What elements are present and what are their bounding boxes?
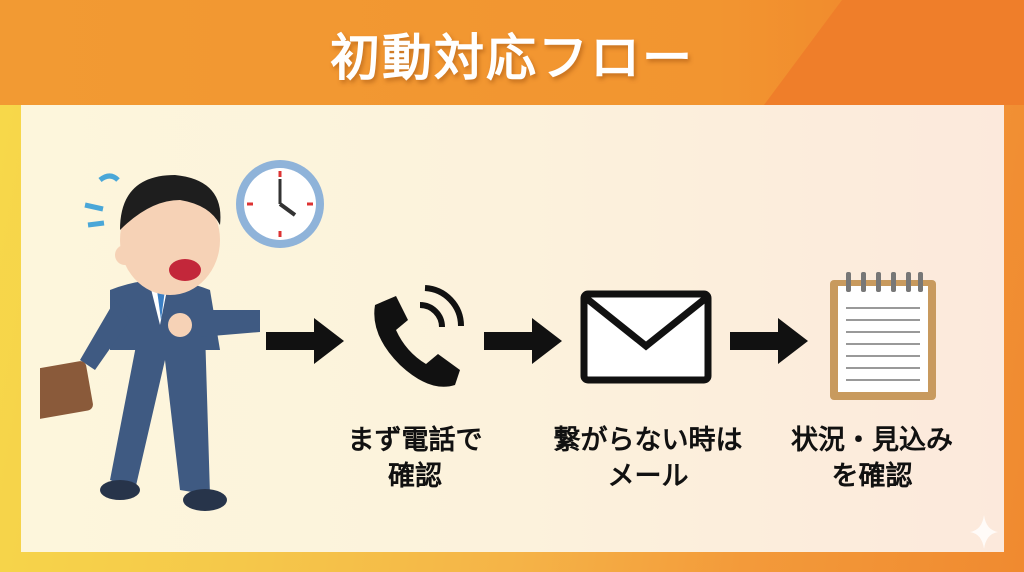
sparkle-icon: [970, 515, 998, 549]
clock-icon: [236, 160, 324, 248]
arrow-right-icon: [484, 318, 562, 364]
phone-icon: [374, 285, 465, 387]
page-title: 初動対応フロー: [330, 29, 694, 87]
notepad-icon: [830, 272, 936, 400]
arrow-right-icon: [266, 318, 344, 364]
step-label-phone: まず電話で確認: [347, 425, 483, 492]
envelope-icon: [580, 290, 712, 384]
hurrying-businessman-illustration: [40, 173, 260, 511]
arrow-right-icon: [730, 318, 808, 364]
header-banner: [0, 0, 1024, 105]
step-label-status: 状況・見込みを確認: [791, 425, 953, 492]
step-label-email: 繋がらない時はメール: [553, 425, 743, 492]
